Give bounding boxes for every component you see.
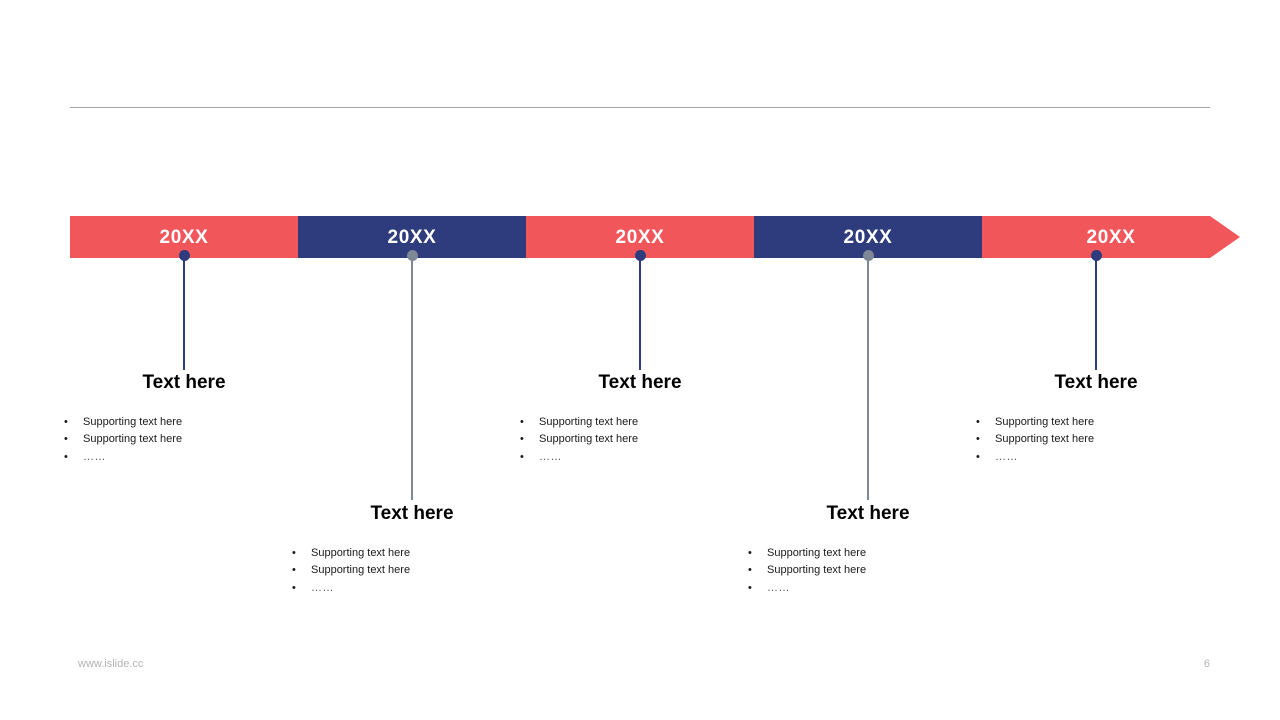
connector-dot-1: [179, 250, 190, 261]
bullet-text: ……: [767, 581, 790, 594]
connector-dot-4: [863, 250, 874, 261]
bullet-text: Supporting text here: [83, 415, 183, 428]
bullet-item: • ……: [976, 449, 1216, 467]
bullet-text: Supporting text here: [539, 415, 639, 428]
connector-stem-1: [183, 255, 185, 370]
bullet-item: • ……: [520, 449, 760, 467]
bullet-item: • Supporting text here: [292, 562, 532, 580]
bullet-text: ……: [539, 450, 562, 463]
bullet-text: Supporting text here: [311, 564, 411, 577]
block-bullet-list-4: • Supporting text here • Supporting text he…: [748, 545, 988, 598]
bullet-marker-icon: •: [748, 546, 752, 559]
timeline-text-block-1: Text here • Supporting text here • Supportin…: [64, 372, 304, 467]
bullet-item: • Supporting text here: [976, 414, 1216, 432]
bullet-item: • ……: [64, 449, 304, 467]
block-title-4: Text here: [826, 503, 910, 524]
bullet-item: • Supporting text here: [292, 545, 532, 563]
block-bullet-list-5: • Supporting text here • Supporting text he…: [976, 414, 1216, 467]
footer-page-number: 6: [1203, 658, 1210, 670]
timeline-segment-label-2: 20XX: [387, 226, 437, 248]
bullet-text: Supporting text here: [995, 433, 1095, 446]
footer-url: www.islide.cc: [78, 658, 144, 670]
bullet-item: • Supporting text here: [64, 414, 304, 432]
bullet-item: • ……: [292, 580, 532, 598]
bullet-text: ……: [83, 450, 106, 463]
bullet-marker-icon: •: [748, 581, 752, 594]
connector-dot-3: [635, 250, 646, 261]
bullet-marker-icon: •: [64, 450, 68, 463]
connector-dot-2: [407, 250, 418, 261]
block-title-1: Text here: [142, 372, 226, 393]
bullet-marker-icon: •: [520, 415, 524, 428]
bullet-marker-icon: •: [64, 415, 68, 428]
bullet-marker-icon: •: [292, 581, 296, 594]
bullet-text: Supporting text here: [83, 433, 183, 446]
block-title-3: Text here: [598, 372, 682, 393]
timeline-text-block-3: Text here • Supporting text here • Supportin…: [520, 372, 760, 467]
block-title-2: Text here: [370, 503, 454, 524]
bullet-text: ……: [311, 581, 334, 594]
timeline-segment-label-5: 20XX: [1086, 226, 1136, 248]
bullet-text: Supporting text here: [767, 564, 867, 577]
connector-stem-2: [411, 255, 413, 500]
bullet-item: • Supporting text here: [748, 545, 988, 563]
bullet-marker-icon: •: [292, 564, 296, 577]
bullet-marker-icon: •: [292, 546, 296, 559]
connector-stem-3: [639, 255, 641, 370]
bullet-item: • Supporting text here: [520, 431, 760, 449]
bullet-marker-icon: •: [976, 450, 980, 463]
timeline-segment-5[interactable]: 20XX: [982, 216, 1240, 258]
block-bullet-list-2: • Supporting text here • Supporting text he…: [292, 545, 532, 598]
bullet-text: Supporting text here: [539, 433, 639, 446]
bullet-text: Supporting text here: [311, 546, 411, 559]
connector-stem-4: [867, 255, 869, 500]
bullet-marker-icon: •: [976, 433, 980, 446]
bullet-item: • ……: [748, 580, 988, 598]
timeline-segment-label-4: 20XX: [843, 226, 893, 248]
bullet-item: • Supporting text here: [520, 414, 760, 432]
timeline-text-block-5: Text here • Supporting text here • Supportin…: [976, 372, 1216, 467]
block-title-5: Text here: [1054, 372, 1138, 393]
timeline-segment-label-1: 20XX: [159, 226, 209, 248]
bullet-item: • Supporting text here: [64, 431, 304, 449]
bullet-marker-icon: •: [748, 564, 752, 577]
bullet-text: ……: [995, 450, 1018, 463]
bullet-item: • Supporting text here: [748, 562, 988, 580]
bullet-marker-icon: •: [64, 433, 68, 446]
bullet-marker-icon: •: [520, 433, 524, 446]
bullet-text: Supporting text here: [767, 546, 867, 559]
connector-stem-5: [1095, 255, 1097, 370]
header-divider-rule: [70, 107, 1210, 108]
connector-dot-5: [1091, 250, 1102, 261]
bullet-marker-icon: •: [976, 415, 980, 428]
bullet-text: Supporting text here: [995, 415, 1095, 428]
bullet-marker-icon: •: [520, 450, 524, 463]
block-bullet-list-3: • Supporting text here • Supporting text he…: [520, 414, 760, 467]
timeline-text-block-2: Text here • Supporting text here • Supportin…: [292, 503, 532, 598]
timeline-text-block-4: Text here • Supporting text here • Supportin…: [748, 503, 988, 598]
bullet-item: • Supporting text here: [976, 431, 1216, 449]
block-bullet-list-1: • Supporting text here • Supporting text he…: [64, 414, 304, 467]
timeline-segment-label-3: 20XX: [615, 226, 665, 248]
